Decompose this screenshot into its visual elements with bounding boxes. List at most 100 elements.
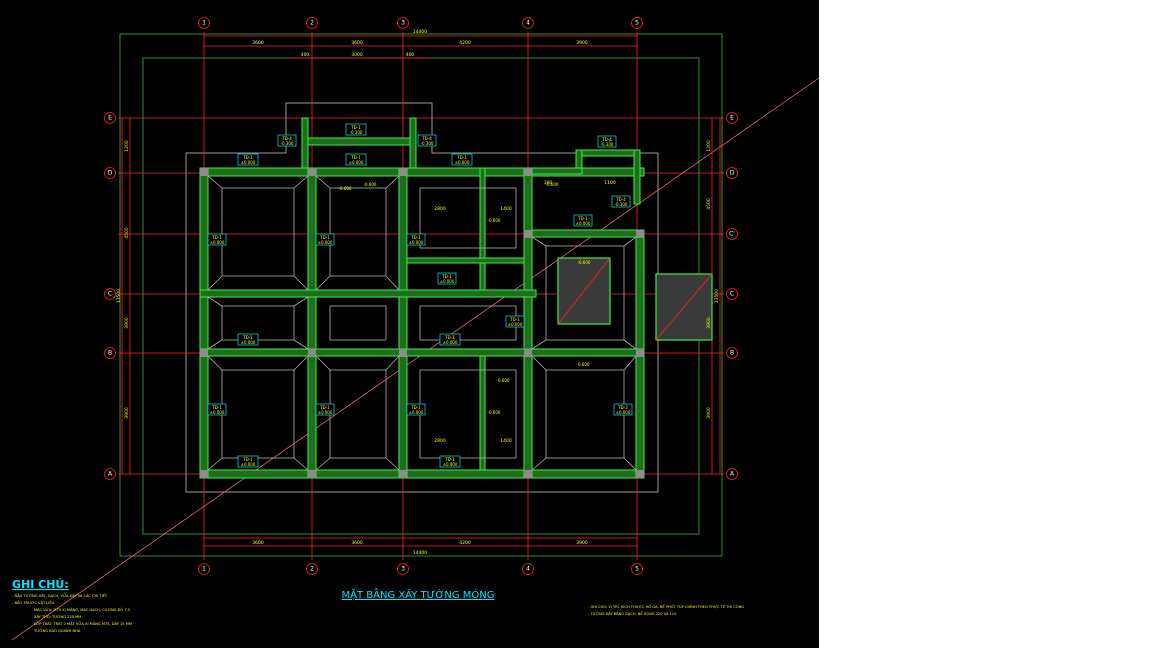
dim-top-2: 3600 — [351, 40, 363, 46]
svg-text:±0.000: ±0.000 — [409, 240, 424, 245]
svg-text:±0.000: ±0.000 — [318, 410, 333, 415]
wall-tag: TĐ-4 -0.300 — [611, 195, 631, 208]
grid-label-col-2-bottom: 2 — [310, 566, 314, 573]
svg-text:TĐ-1: TĐ-1 — [319, 235, 330, 240]
grid-label-row-b: B — [108, 350, 112, 357]
grid-label-col-2: 2 — [310, 20, 314, 27]
dim-overall-top: 14400 — [413, 29, 427, 35]
wall-tag: TĐ-1 ±0.000 — [573, 214, 593, 227]
dim-top-1: 3600 — [252, 40, 264, 46]
svg-text:TĐ-1: TĐ-1 — [211, 405, 222, 410]
grid-label-row-d: D — [108, 170, 113, 177]
grid-label-row-e: E — [108, 115, 112, 122]
note-right-line: - GHI CHÚ: VỊ TRÍ, KÍCH THƯỚC HỐ GA, BỂ … — [588, 603, 744, 609]
svg-text:TĐ-4: TĐ-4 — [421, 136, 432, 141]
svg-text:-0.300: -0.300 — [601, 142, 614, 147]
dim-right-1: 3900 — [706, 407, 712, 419]
elev-marker: -0.600 — [497, 378, 510, 383]
svg-text:±0.000: ±0.000 — [508, 322, 523, 327]
svg-text:±0.000: ±0.000 — [455, 160, 470, 165]
svg-text:-0.300: -0.300 — [281, 141, 294, 146]
wall-tag: TĐ-1 ±0.000 — [437, 272, 457, 285]
note-left-line: MÁC VỮA: M75 XI MĂNG, MÁC GẠCH, CƯỜNG ĐỘ… — [34, 607, 130, 612]
dim-left-1: 3900 — [124, 407, 130, 419]
elev-marker: -0.600 — [364, 182, 377, 187]
wall-tag: TĐ-4 -0.300 — [597, 135, 617, 148]
svg-text:TĐ-4: TĐ-4 — [601, 137, 612, 142]
svg-text:TĐ-4: TĐ-4 — [281, 136, 292, 141]
svg-text:TĐ-1: TĐ-1 — [242, 457, 253, 462]
wall-tag: TĐ-1 -0.300 — [345, 123, 367, 136]
svg-text:TĐ-1: TĐ-1 — [350, 155, 361, 160]
grid-label-row-c-prime-right: C' — [729, 231, 735, 238]
wall-tag: TĐ-1 ±0.000 — [439, 455, 461, 468]
svg-text:TĐ-1: TĐ-1 — [242, 335, 253, 340]
svg-text:-0.300: -0.300 — [615, 202, 628, 207]
dim-right-2: 3900 — [706, 317, 712, 329]
drawing-title: MẶT BẰNG XÂY TƯỜNG MÓNG — [341, 587, 494, 601]
svg-text:TĐ-4: TĐ-4 — [615, 197, 626, 202]
dim-top-sub-3: 400 — [406, 52, 415, 58]
wall-tag: TĐ-1 ±0.000 — [406, 403, 426, 416]
elev-marker: -0.600 — [339, 186, 352, 191]
wall-tag: TĐ-1 ±0.000 — [237, 153, 259, 166]
svg-text:±0.000: ±0.000 — [210, 410, 225, 415]
svg-text:TĐ-1: TĐ-1 — [444, 335, 455, 340]
note-left-line: - ĐẦU TƯỜNG XÂY, GẠCH, VỮA XÂY VÀ CÁC CH… — [12, 592, 108, 598]
svg-text:±0.000: ±0.000 — [440, 279, 455, 284]
svg-text:±0.000: ±0.000 — [210, 240, 225, 245]
grid-label-col-5-bottom: 5 — [635, 566, 639, 573]
note-left-line: XÂY THÔ: TƯỜNG 220 MM — [34, 614, 81, 619]
note-left-line: TƯỜNG BAO QUANH NHÀ — [33, 628, 81, 633]
pit-outlines — [207, 175, 637, 471]
cad-viewport[interactable]: 1 2 3 4 5 1 2 3 4 5 A B C D E A B C C' D… — [0, 0, 819, 648]
dim-bottom-1: 3600 — [252, 540, 264, 546]
elev-marker: -0.600 — [488, 410, 501, 415]
dim-left-2: 3900 — [124, 317, 130, 329]
elev-marker: -0.600 — [577, 362, 590, 367]
grid-label-row-a-right: A — [730, 471, 735, 478]
svg-text:±0.000: ±0.000 — [241, 340, 256, 345]
wall-tag: TĐ-1 ±0.000 — [406, 233, 426, 246]
grid-label-col-5: 5 — [635, 20, 639, 27]
outer-frame — [119, 33, 723, 557]
elev-marker: -0.600 — [488, 218, 501, 223]
svg-text:TĐ-1: TĐ-1 — [577, 216, 588, 221]
footing-outline-top — [186, 102, 548, 154]
dim-right-4: 1200 — [706, 140, 712, 152]
dim-inner-6: 300 — [544, 180, 553, 186]
dim-bottom-2: 3600 — [351, 540, 363, 546]
dim-top-3: 4200 — [459, 40, 471, 46]
septic-tank-1 — [557, 257, 611, 325]
grid-label-row-b-right: B — [730, 350, 734, 357]
notes-heading: GHI CHÚ: — [12, 578, 69, 591]
wall-tag: TĐ-2 ±0.000 — [613, 403, 633, 416]
grid-label-col-1-bottom: 1 — [202, 566, 206, 573]
grid-label-col-3-bottom: 3 — [401, 566, 405, 573]
wall-tag: TĐ-4 -0.300 — [417, 134, 437, 147]
svg-text:±0.000: ±0.000 — [241, 160, 256, 165]
svg-text:-0.300: -0.300 — [421, 141, 434, 146]
svg-text:TĐ-2: TĐ-2 — [617, 405, 628, 410]
wall-tag: TĐ-1 ±0.000 — [315, 403, 335, 416]
dim-bottom-3: 4200 — [459, 540, 471, 546]
foundation-walls — [199, 117, 645, 479]
dim-top-sub-1: 400 — [301, 52, 310, 58]
wall-tag: TĐ-1 ±0.000 — [207, 403, 227, 416]
wall-tag: TĐ-1 ±0.000 — [439, 333, 461, 346]
grid-label-col-4: 4 — [526, 20, 530, 27]
wall-tag: TĐ-1 ±0.000 — [237, 333, 259, 346]
wall-tag: TĐ-1 ±0.000 — [451, 153, 473, 166]
svg-text:TĐ-1: TĐ-1 — [319, 405, 330, 410]
grid-label-col-3: 3 — [401, 20, 405, 27]
dim-left-3: 4500 — [124, 227, 130, 239]
dim-right-3: 4500 — [706, 198, 712, 210]
wall-tag: TĐ-1 ±0.000 — [345, 153, 367, 166]
grid-label-row-d-right: D — [730, 170, 735, 177]
dim-right-total: 13500 — [714, 289, 720, 303]
svg-text:TĐ-1: TĐ-1 — [509, 317, 520, 322]
wall-tag: TĐ-1 ±0.000 — [237, 455, 259, 468]
dim-bottom-4: 3900 — [576, 540, 588, 546]
dim-overall-bottom: 14400 — [413, 550, 427, 556]
dim-inner-1: 2800 — [434, 206, 446, 212]
